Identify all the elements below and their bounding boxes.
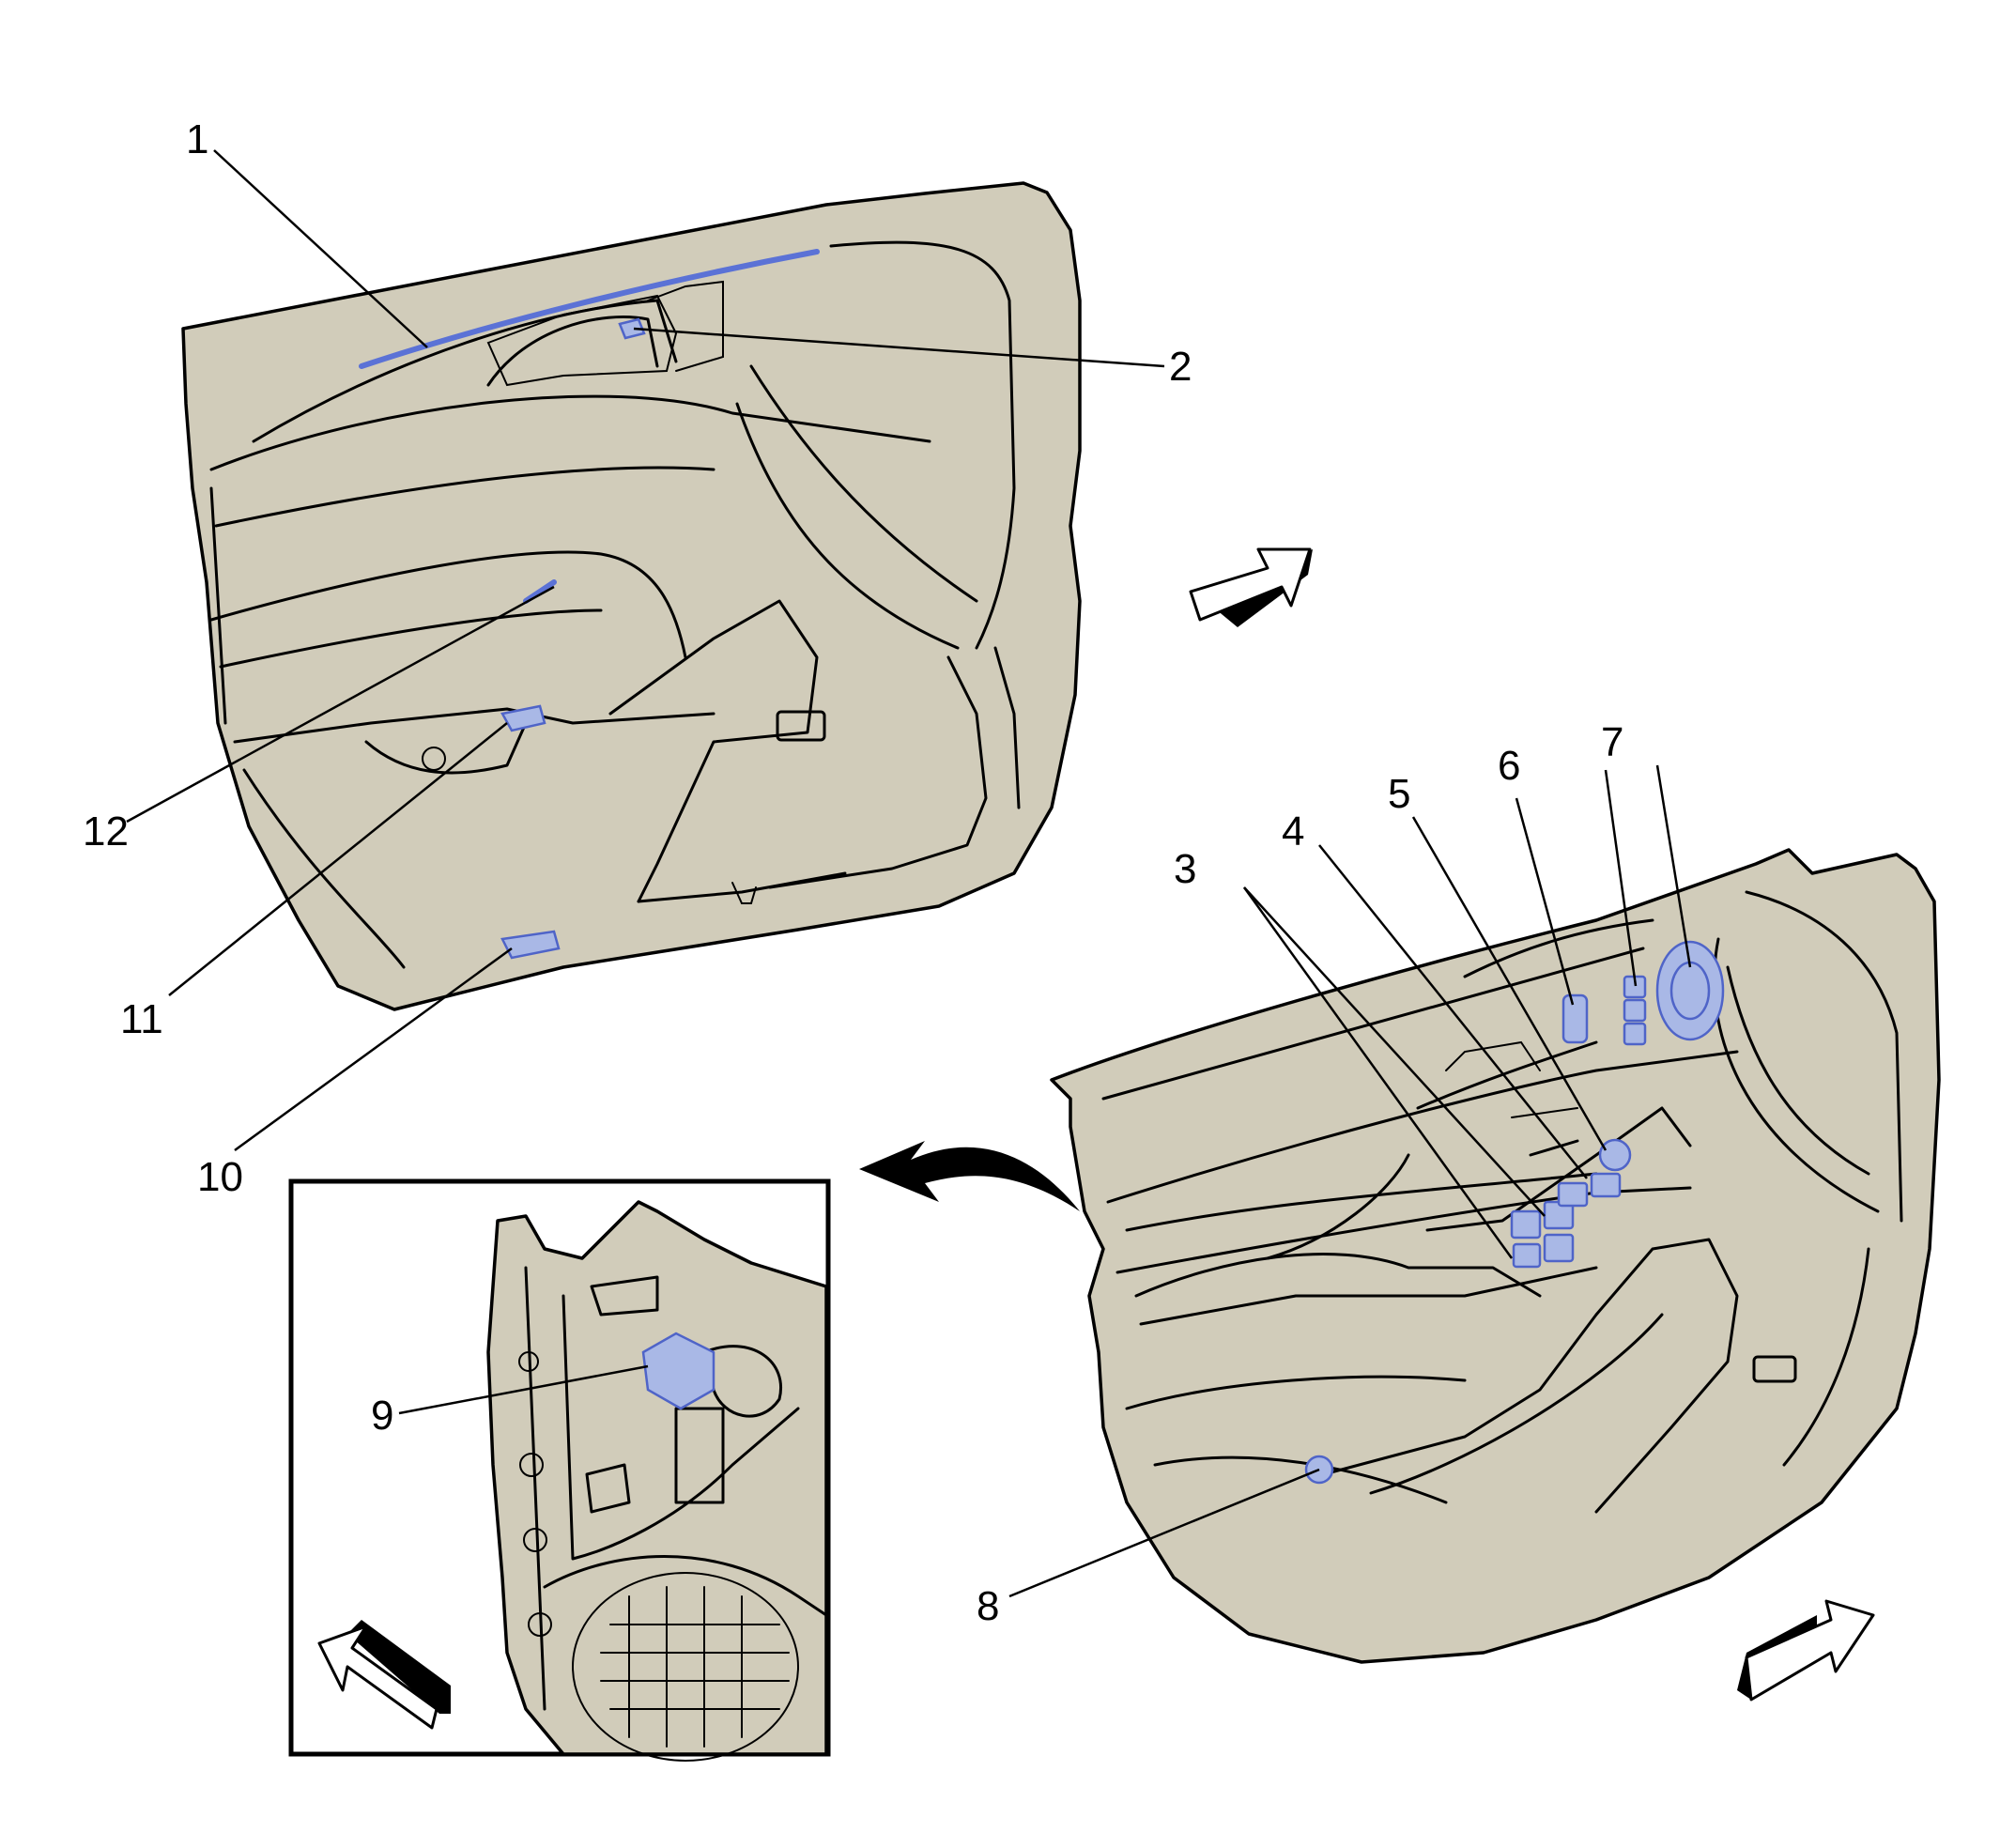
callout-7: 7 — [1601, 719, 1623, 765]
callout-8: 8 — [977, 1583, 999, 1629]
callout-2: 2 — [1169, 344, 1192, 390]
callout-9: 9 — [371, 1393, 393, 1439]
door-lock-switch — [1598, 1138, 1632, 1172]
door-trim-panel-front-view — [1050, 848, 1941, 1664]
inset-direction-arrow-icon — [317, 1620, 451, 1730]
speaker-grille — [1655, 940, 1725, 1041]
rotation-arrow-icon — [859, 1141, 1080, 1211]
door-trim-panel-outer-view — [181, 181, 1082, 1011]
leader-lines — [126, 149, 1692, 1598]
window-switch-group-upper — [1557, 1172, 1622, 1208]
ambient-light-strip-upper — [359, 249, 820, 369]
memory-seat-switch — [1562, 993, 1589, 1044]
callout-3: 3 — [1174, 846, 1196, 892]
callout-11: 11 — [120, 996, 163, 1042]
window-switch-lens — [618, 317, 646, 340]
inset-detail-box — [288, 1178, 831, 1762]
speaker-grille-honeycomb — [600, 1586, 790, 1748]
reflector-upper — [500, 704, 546, 732]
callout-1: 1 — [186, 116, 208, 162]
callout-12: 12 — [83, 808, 129, 855]
callout-4: 4 — [1282, 808, 1304, 855]
callout-5: 5 — [1388, 771, 1410, 817]
callout-6: 6 — [1498, 743, 1520, 789]
window-switch-group-lower — [1510, 1200, 1575, 1269]
direction-arrow-icon — [1737, 1599, 1875, 1702]
forward-direction-arrow-icon — [1189, 547, 1313, 627]
module-bracket — [641, 1332, 715, 1410]
mirror-switch-panel — [1623, 975, 1647, 1046]
ambient-light-strip-lower — [523, 579, 557, 604]
callout-10: 10 — [197, 1154, 243, 1200]
